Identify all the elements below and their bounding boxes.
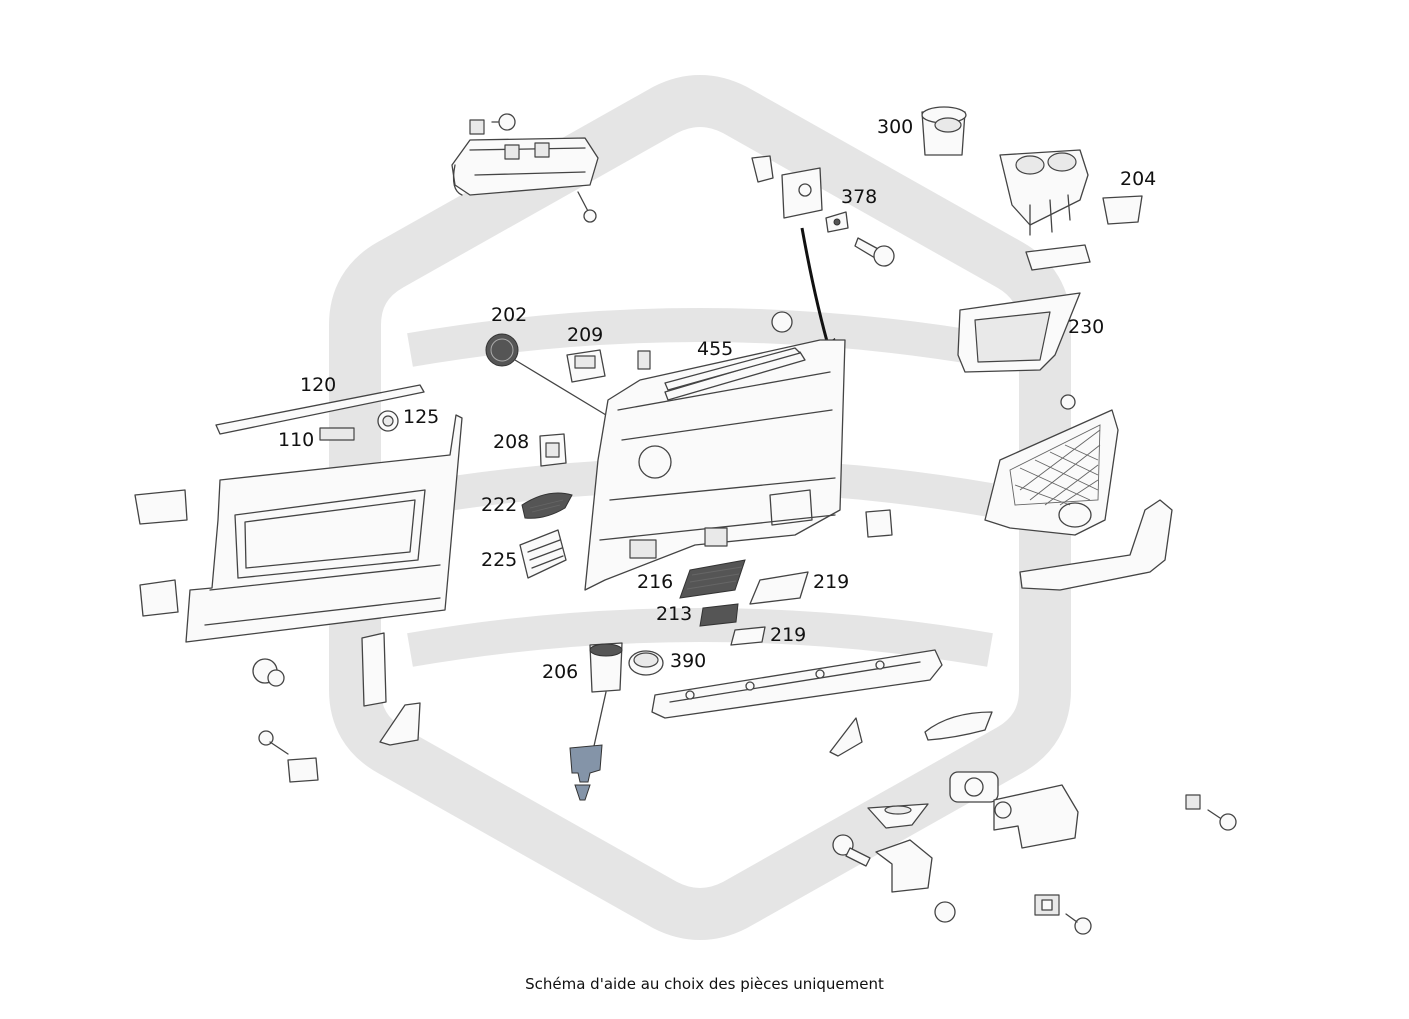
clip-230[interactable]	[1060, 394, 1076, 410]
left-screw[interactable]	[258, 730, 289, 755]
mount-plate[interactable]	[781, 167, 823, 219]
part-120-strip[interactable]	[215, 384, 425, 435]
net-panel[interactable]	[984, 409, 1119, 536]
part-206-socket[interactable]	[589, 642, 623, 747]
lower-long-trim[interactable]	[651, 649, 943, 719]
part-204-cap[interactable]	[1102, 195, 1143, 225]
rail-screw[interactable]	[491, 113, 516, 131]
vertical-trim[interactable]	[361, 632, 387, 707]
top-rail-assembly[interactable]	[451, 137, 599, 196]
label-part-206[interactable]: 206	[542, 661, 579, 683]
label-part-120[interactable]: 120	[300, 374, 337, 396]
part-230-frame[interactable]	[957, 292, 1081, 373]
label-part-455[interactable]: 455	[697, 338, 734, 360]
part-222-handle[interactable]	[521, 492, 573, 519]
label-part-216[interactable]: 216	[637, 571, 674, 593]
right-nut[interactable]	[1185, 794, 1201, 810]
label-part-300[interactable]: 300	[877, 116, 914, 138]
left-bracket-top[interactable]	[134, 489, 188, 525]
part-455-strip[interactable]	[664, 347, 801, 391]
cupholder-assembly[interactable]	[999, 149, 1089, 236]
rail-nut[interactable]	[469, 119, 485, 135]
part-110-label[interactable]	[319, 427, 355, 441]
part-216-vent[interactable]	[679, 559, 746, 599]
bottom-nut[interactable]	[1034, 894, 1060, 916]
lower-handle-grip[interactable]	[924, 711, 993, 741]
left-bracket-bottom[interactable]	[139, 579, 179, 617]
lower-trim-piece[interactable]	[379, 702, 421, 746]
label-part-378[interactable]: 378	[841, 186, 878, 208]
part-390-cap[interactable]	[628, 650, 664, 676]
label-part-230[interactable]: 230	[1068, 316, 1105, 338]
label-part-225[interactable]: 225	[481, 549, 518, 571]
left-clip-nut[interactable]	[287, 757, 319, 783]
part-209-housing[interactable]	[566, 349, 606, 383]
left-round-knob[interactable]	[252, 658, 285, 687]
bottom-tbolt[interactable]	[1065, 913, 1092, 935]
label-part-213[interactable]: 213	[656, 603, 693, 625]
panel-bolt[interactable]	[771, 311, 793, 333]
part-378-pad[interactable]	[825, 211, 849, 233]
label-part-202[interactable]: 202	[491, 304, 528, 326]
part-219-plate-upper[interactable]	[749, 571, 809, 605]
part-219-plate-lower[interactable]	[730, 626, 766, 646]
cable-connector[interactable]	[569, 744, 603, 801]
left-door-frame[interactable]	[185, 414, 463, 643]
label-part-209[interactable]: 209	[567, 324, 604, 346]
bottom-screw[interactable]	[934, 901, 956, 923]
part-202-grille[interactable]	[485, 333, 607, 416]
label-part-219-upper[interactable]: 219	[813, 571, 850, 593]
bracket-angle[interactable]	[875, 839, 933, 893]
part-213-vent[interactable]	[699, 603, 739, 627]
badge-plate[interactable]	[949, 771, 999, 803]
part-225-vent[interactable]	[519, 529, 567, 579]
part-125-cover[interactable]	[377, 410, 399, 432]
diagram-caption: Schéma d'aide au choix des pièces unique…	[525, 975, 884, 993]
panel-clip-top[interactable]	[637, 350, 651, 370]
label-part-208[interactable]: 208	[493, 431, 530, 453]
right-clip-bracket[interactable]	[865, 509, 893, 538]
label-part-110[interactable]: 110	[278, 429, 315, 451]
main-door-panel[interactable]	[584, 339, 846, 591]
label-part-390[interactable]: 390	[670, 650, 707, 672]
label-part-222[interactable]: 222	[481, 494, 518, 516]
label-part-219-lower[interactable]: 219	[770, 624, 807, 646]
clip-small[interactable]	[751, 155, 774, 183]
tray-piece[interactable]	[867, 803, 929, 829]
bracket-small[interactable]	[1025, 244, 1091, 271]
rail-screw-lower[interactable]	[577, 191, 597, 223]
part-300-cup[interactable]	[921, 106, 967, 156]
part-208-switch[interactable]	[539, 433, 567, 467]
bracket-large[interactable]	[993, 784, 1079, 849]
label-part-204[interactable]: 204	[1120, 168, 1157, 190]
right-screw[interactable]	[1207, 809, 1237, 831]
side-trim-strip[interactable]	[1019, 499, 1173, 591]
lower-small-trim[interactable]	[829, 717, 863, 757]
bolt-378[interactable]	[854, 237, 895, 267]
bottom-bolt[interactable]	[832, 834, 871, 867]
label-part-125[interactable]: 125	[403, 406, 440, 428]
